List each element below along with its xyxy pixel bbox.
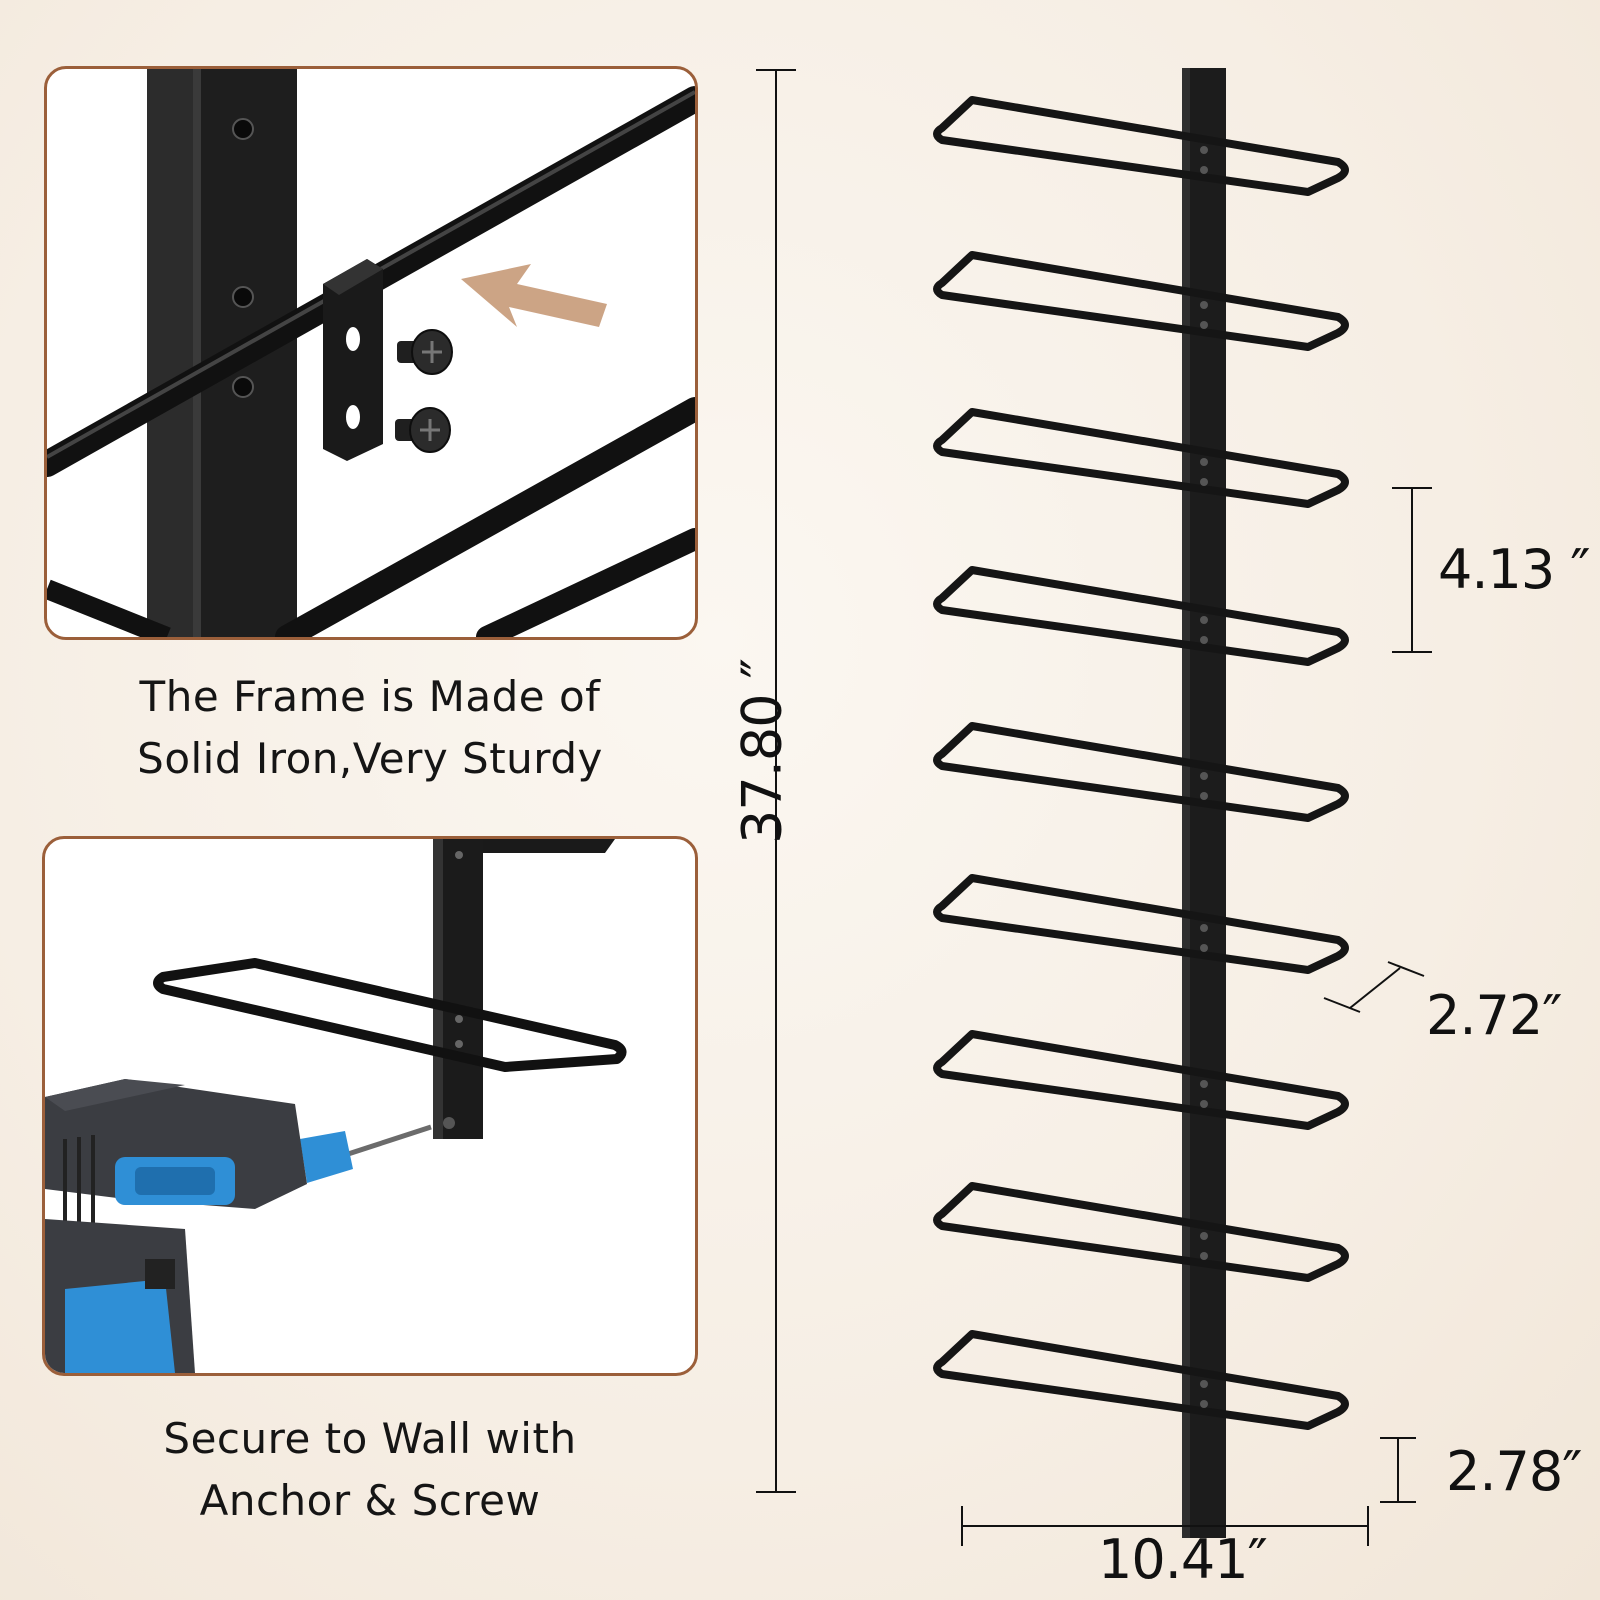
install-illustration bbox=[45, 839, 627, 1373]
screw-hole bbox=[1200, 792, 1208, 800]
shelf-loop bbox=[933, 1030, 1349, 1130]
install-detail-panel bbox=[42, 836, 698, 1376]
drill-icon bbox=[45, 1079, 432, 1373]
shelf-loop bbox=[933, 1330, 1349, 1430]
screw-icon bbox=[397, 329, 453, 375]
total-height-label: 37.80 ″ bbox=[730, 659, 794, 844]
screw-hole bbox=[1200, 772, 1208, 780]
shelf-depth-label: 2.72″ bbox=[1426, 984, 1562, 1047]
shelves bbox=[933, 96, 1349, 1430]
screw-hole bbox=[1200, 1080, 1208, 1088]
screw-hole bbox=[1200, 478, 1208, 486]
shelf-spacing-label: 4.13 ″ bbox=[1438, 538, 1591, 601]
shelf-loop bbox=[933, 874, 1349, 974]
depth-dimension-line bbox=[1323, 961, 1425, 1013]
height-dimension-line bbox=[756, 69, 796, 1493]
frame-caption-line1: The Frame is Made of bbox=[139, 672, 601, 721]
install-caption-line2: Anchor & Screw bbox=[199, 1476, 541, 1525]
shelf-loop bbox=[933, 566, 1349, 666]
screw-hole bbox=[1200, 1100, 1208, 1108]
bottom-gap-label: 2.78″ bbox=[1446, 1440, 1582, 1503]
screw-hole bbox=[1200, 924, 1208, 932]
shelf-loop bbox=[933, 722, 1349, 822]
shelf-loop bbox=[933, 1182, 1349, 1282]
spacing-dimension-line bbox=[1392, 487, 1432, 653]
install-caption-line1: Secure to Wall with bbox=[163, 1414, 577, 1463]
frame-detail-panel bbox=[44, 66, 698, 640]
screw-hole bbox=[1200, 166, 1208, 174]
screw-hole bbox=[1200, 301, 1208, 309]
width-label: 10.41″ bbox=[1098, 1528, 1268, 1591]
shelf-loop bbox=[933, 96, 1349, 196]
screw-hole bbox=[1200, 146, 1208, 154]
screw-hole bbox=[1200, 1232, 1208, 1240]
screw-hole bbox=[1200, 636, 1208, 644]
frame-detail-illustration bbox=[47, 69, 695, 637]
screw-hole bbox=[1200, 616, 1208, 624]
install-caption: Secure to Wall with Anchor & Screw bbox=[40, 1408, 700, 1532]
arrow-icon bbox=[461, 264, 607, 327]
screw-hole bbox=[1200, 321, 1208, 329]
rack-diagram bbox=[756, 68, 1432, 1546]
frame-caption-line2: Solid Iron,Very Sturdy bbox=[137, 734, 603, 783]
shelf-loop bbox=[933, 251, 1349, 351]
screw-hole bbox=[1200, 1380, 1208, 1388]
gap-dimension-line bbox=[1380, 1437, 1416, 1503]
screw-hole bbox=[1200, 458, 1208, 466]
screw-icon bbox=[395, 407, 451, 453]
width-dimension-line bbox=[961, 1506, 1369, 1546]
screw-hole bbox=[1200, 944, 1208, 952]
shelf-loop bbox=[933, 408, 1349, 508]
screw-hole bbox=[1200, 1252, 1208, 1260]
screw-hole bbox=[1200, 1400, 1208, 1408]
frame-caption: The Frame is Made of Solid Iron,Very Stu… bbox=[40, 666, 700, 790]
